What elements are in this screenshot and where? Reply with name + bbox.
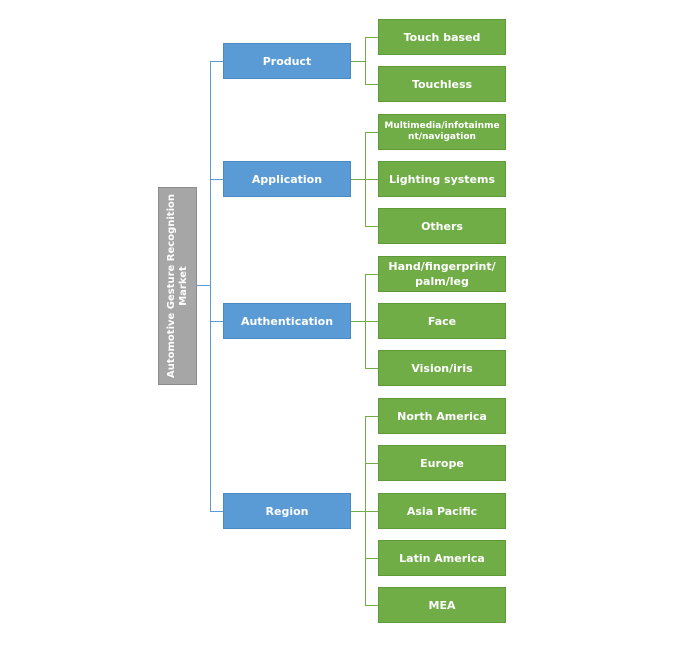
category-stub-product (210, 61, 223, 62)
category-spine (210, 61, 211, 512)
category-product: Product (223, 43, 351, 79)
connector-region (351, 511, 365, 512)
root-node: Automotive Gesture Recognition Market (158, 187, 197, 385)
category-stub-application (210, 179, 223, 180)
category-stub-authentication (210, 321, 223, 322)
stub-touchless (365, 84, 378, 85)
leaf-mea: MEA (378, 587, 506, 623)
root-label: Automotive Gesture Recognition Market (165, 194, 189, 379)
stub-asia-pacific (365, 511, 378, 512)
stub-others (365, 226, 378, 227)
leaf-face: Face (378, 303, 506, 339)
category-application: Application (223, 161, 351, 197)
stub-touch-based (365, 37, 378, 38)
stub-north-america (365, 416, 378, 417)
stub-multimedia (365, 132, 378, 133)
stub-mea (365, 605, 378, 606)
leaf-others: Others (378, 208, 506, 244)
stub-latin-america (365, 558, 378, 559)
stub-europe (365, 463, 378, 464)
leaf-multimedia-infotainment-navigation: Multimedia/infotainment/navigation (378, 114, 506, 150)
category-region: Region (223, 493, 351, 529)
stub-lighting (365, 179, 378, 180)
stub-hand (365, 274, 378, 275)
leaf-europe: Europe (378, 445, 506, 481)
connector-authentication (351, 321, 365, 322)
leaf-asia-pacific: Asia Pacific (378, 493, 506, 529)
connector-product (351, 61, 365, 62)
leaf-touch-based: Touch based (378, 19, 506, 55)
category-stub-region (210, 511, 223, 512)
root-connector (197, 285, 210, 286)
leaf-hand-fingerprint-palm-leg: Hand/fingerprint/ palm/leg (378, 256, 506, 292)
leaf-latin-america: Latin America (378, 540, 506, 576)
spine-product (365, 37, 366, 85)
leaf-lighting-systems: Lighting systems (378, 161, 506, 197)
connector-application (351, 179, 365, 180)
stub-face (365, 321, 378, 322)
leaf-north-america: North America (378, 398, 506, 434)
leaf-touchless: Touchless (378, 66, 506, 102)
stub-vision (365, 368, 378, 369)
leaf-vision-iris: Vision/iris (378, 350, 506, 386)
category-authentication: Authentication (223, 303, 351, 339)
